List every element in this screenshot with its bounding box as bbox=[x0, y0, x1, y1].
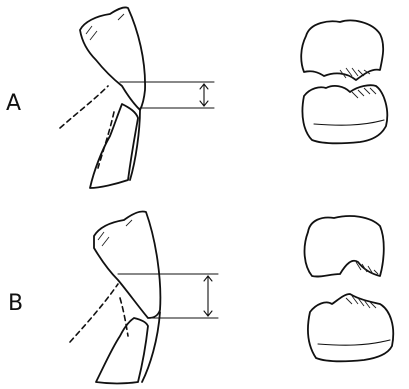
panel-a: A bbox=[6, 7, 387, 188]
panel-b: B bbox=[8, 211, 393, 383]
panel-a-dashed-outline-1 bbox=[60, 86, 108, 128]
panel-a-upper-shading bbox=[86, 14, 124, 40]
panel-a-lower-molar bbox=[302, 85, 387, 143]
panel-b-lower-molar bbox=[308, 294, 393, 361]
panel-b-incisor-profile bbox=[70, 211, 218, 383]
panel-b-molar-occlusion bbox=[305, 216, 394, 361]
panel-a-lower-lingual bbox=[130, 110, 140, 180]
panel-b-label: B bbox=[8, 291, 23, 316]
panel-b-upper-shading bbox=[98, 220, 132, 246]
panel-b-dashed-outline-1 bbox=[70, 284, 118, 342]
panel-a-molar-occlusion bbox=[301, 21, 387, 144]
panel-a-dashed-outline-2 bbox=[98, 112, 114, 168]
panel-b-upper-incisor bbox=[94, 211, 160, 318]
panel-b-lower-incisor bbox=[96, 318, 148, 384]
panel-b-lower-molar-cej bbox=[318, 340, 390, 345]
panel-a-upper-molar bbox=[301, 21, 383, 81]
panel-a-incisor-profile bbox=[60, 7, 214, 188]
panel-a-upper-incisor bbox=[80, 7, 145, 110]
panel-b-upper-molar bbox=[305, 216, 384, 276]
panel-a-lower-molar-cej bbox=[314, 120, 384, 125]
panel-a-label: A bbox=[6, 91, 21, 116]
